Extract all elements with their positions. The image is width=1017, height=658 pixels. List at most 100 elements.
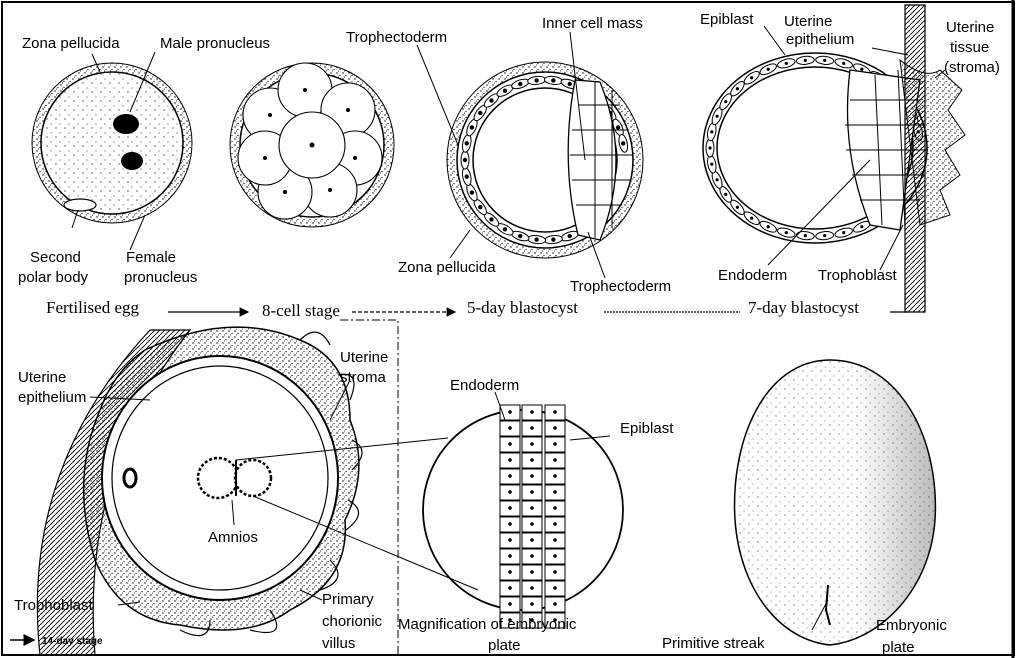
cell-nucleus xyxy=(465,175,468,178)
cell-nucleus xyxy=(463,158,466,161)
caption-eight-cell: 8-cell stage xyxy=(262,301,340,320)
caption-fertilised-egg: Fertilised egg xyxy=(46,298,140,317)
cell-nucleus xyxy=(553,442,557,446)
label-trophectoderm-bottom: Trophectoderm xyxy=(570,278,671,295)
cell-nucleus xyxy=(736,206,739,209)
cell-nucleus xyxy=(568,82,571,85)
cell-nucleus xyxy=(860,225,863,228)
cell-nucleus xyxy=(530,522,534,526)
cell-nucleus xyxy=(508,538,512,542)
label-uterine-epithelium-top-1: Uterine xyxy=(784,13,832,30)
cell-nucleus xyxy=(553,522,557,526)
label-primitive-streak: Primitive streak xyxy=(662,635,765,652)
label-trophectoderm-top: Trophectoderm xyxy=(346,29,447,46)
label-zona-pellucida-bottom: Zona pellucida xyxy=(398,259,496,276)
label-primary-chorionic-villus-1: Primary xyxy=(322,591,374,608)
cell-nucleus xyxy=(519,82,522,85)
cell-nucleus xyxy=(553,490,557,494)
label-uterine-stroma-1: Uterine xyxy=(340,349,388,366)
cell-nucleus xyxy=(724,100,727,103)
label-uterine-stroma-2: stroma xyxy=(340,369,387,386)
cell-nucleus xyxy=(823,59,826,62)
cell-nucleus xyxy=(508,506,512,510)
cell-nucleus xyxy=(842,231,845,234)
embryonic-plate-egg xyxy=(735,360,936,645)
label-magnification-1: Magnification of embryonic xyxy=(398,616,577,633)
cell-nucleus xyxy=(535,79,538,82)
label-zona-pellucida-top: Zona pellucida xyxy=(22,35,120,52)
cell-nucleus xyxy=(552,79,555,82)
cell-nucleus xyxy=(785,231,788,234)
cell-nucleus xyxy=(553,554,557,558)
label-primary-chorionic-villus-3: villus xyxy=(322,635,355,652)
seven-day-blastocyst xyxy=(703,5,965,312)
label-inner-cell-mass: Inner cell mass xyxy=(542,15,643,32)
label-female-pronucleus-1: Female xyxy=(126,249,176,266)
label-epiblast-bottom: Epiblast xyxy=(620,420,674,437)
cell-nucleus xyxy=(490,218,493,221)
label-uterine-tissue-1: Uterine xyxy=(946,19,994,36)
label-magnification-2: plate xyxy=(488,637,521,654)
cell-nucleus xyxy=(715,178,718,181)
label-uterine-epithelium-bottom-1: Uterine xyxy=(18,369,66,386)
cell-nucleus xyxy=(530,602,534,606)
label-embryonic-plate-1: Embryonic xyxy=(876,617,947,634)
cell-nucleus xyxy=(530,458,534,462)
label-uterine-tissue-2: tissue xyxy=(950,39,989,56)
cell-nucleus xyxy=(553,602,557,606)
cell-nucleus xyxy=(465,142,468,145)
cell-nucleus xyxy=(710,130,713,133)
cell-nucleus xyxy=(530,490,534,494)
cell-nucleus xyxy=(530,426,534,430)
label-trophoblast-top: Trophoblast xyxy=(818,267,897,284)
cell-nucleus xyxy=(508,442,512,446)
cell-nucleus xyxy=(785,62,788,65)
cell-nucleus xyxy=(490,99,493,102)
label-endoderm-bottom: Endoderm xyxy=(450,377,519,394)
cell-nucleus xyxy=(715,115,718,118)
cell-nucleus xyxy=(724,193,727,196)
cell-nucleus xyxy=(804,234,807,237)
cell-nucleus xyxy=(530,410,534,414)
label-amnios: Amnios xyxy=(208,529,258,546)
cell-nucleus xyxy=(530,442,534,446)
cell-nucleus xyxy=(503,89,506,92)
five-day-blastocyst xyxy=(447,62,643,258)
cell-nucleus xyxy=(470,191,473,194)
label-uterine-epithelium-bottom-2: epithelium xyxy=(18,389,86,406)
cell-nucleus xyxy=(553,474,557,478)
label-epiblast-top: Epiblast xyxy=(700,11,754,28)
label-embryonic-plate-2: plate xyxy=(882,639,915,656)
cell-nucleus xyxy=(553,586,557,590)
cell-nucleus xyxy=(530,570,534,574)
label-uterine-epithelium-top-2: epithelium xyxy=(786,31,854,48)
cell-nucleus xyxy=(479,205,482,208)
cell-nucleus xyxy=(767,225,770,228)
cell-nucleus xyxy=(503,228,506,231)
cell-nucleus xyxy=(508,474,512,478)
cell-nucleus xyxy=(823,234,826,237)
cell-nucleus xyxy=(530,586,534,590)
cell-nucleus xyxy=(508,586,512,590)
label-second-polar-body-1: Second xyxy=(30,249,81,266)
cell-nucleus xyxy=(552,238,555,241)
cell-nucleus xyxy=(553,570,557,574)
cell-nucleus xyxy=(708,146,711,149)
label-second-polar-body-2: polar body xyxy=(18,269,89,286)
cell-nucleus xyxy=(535,238,538,241)
cell-nucleus xyxy=(616,126,619,129)
fertilised-egg xyxy=(32,63,192,223)
cell-nucleus xyxy=(568,234,571,237)
cell-nucleus xyxy=(553,538,557,542)
label-primary-chorionic-villus-2: chorionic xyxy=(322,613,383,630)
cell-nucleus xyxy=(508,554,512,558)
label-endoderm-top: Endoderm xyxy=(718,267,787,284)
cell-nucleus xyxy=(553,458,557,462)
cell-nucleus xyxy=(519,234,522,237)
cell-nucleus xyxy=(553,410,557,414)
cell-nucleus xyxy=(842,62,845,65)
label-uterine-tissue-3: (stroma) xyxy=(944,59,1000,76)
cell-nucleus xyxy=(553,506,557,510)
cell-nucleus xyxy=(767,68,770,71)
